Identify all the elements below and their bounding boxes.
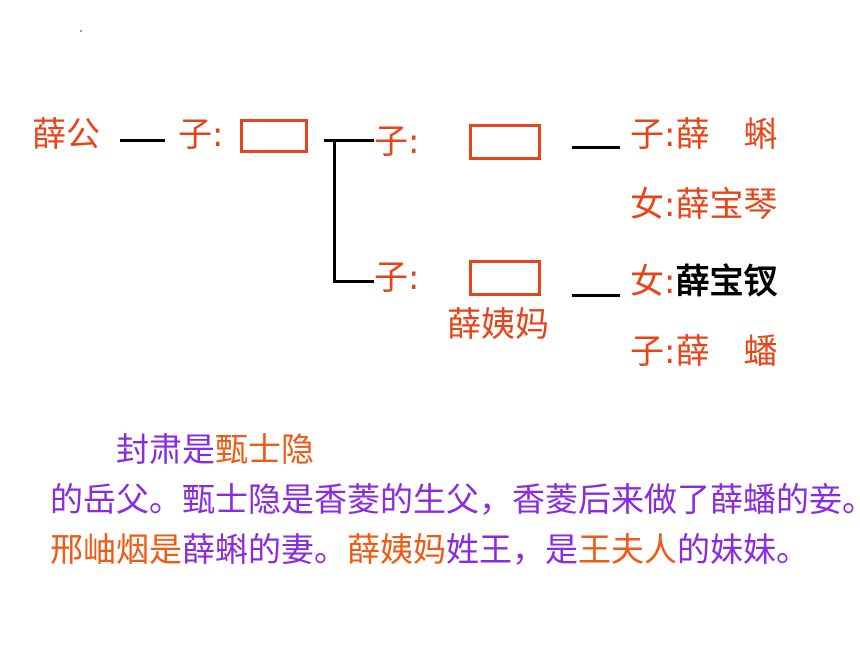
gen3-upper-daughter: 女:薛宝琴 [630, 185, 778, 225]
gen3-lower-son: 子:薛 蟠 [630, 332, 778, 372]
gen1-label: 子: [178, 115, 224, 155]
para-seg-0: 封肃是 [50, 430, 215, 469]
gen3-lower-daughter: 女:薛宝钗 [630, 262, 777, 302]
para-seg-1: 甄士隐 [215, 430, 314, 469]
explanation-paragraph: 封肃是甄士隐的岳父。甄士隐是香菱的生父，香菱后来做了薛蟠的妾。邢岫烟是薛蝌的妻。… [50, 425, 860, 575]
gen3-lower-daughter-prefix: 女: [630, 262, 676, 302]
gen2-lower-blank-box [469, 260, 541, 296]
gen1-blank-box [240, 119, 308, 153]
para-seg-4: 薛蝌的妻。 [182, 530, 347, 569]
root-connector [120, 139, 165, 142]
gen3-lower-daughter-name: 薛宝钗 [675, 262, 778, 302]
gen2-lower-connector [572, 294, 620, 297]
gen2-upper-connector [572, 146, 620, 149]
gen1-branch-top [324, 139, 374, 142]
gen2-upper-blank-box [469, 124, 541, 160]
root-name: 薛公 [32, 115, 100, 155]
stray-dot [80, 30, 82, 32]
para-seg-5: 薛姨妈 [347, 530, 446, 569]
para-seg-8: 的妹妹。 [677, 530, 809, 569]
gen2-lower-label: 子: [374, 258, 420, 298]
para-seg-2: 的岳父。甄士隐是香菱的生父，香菱后来做了薛蟠的妾。 [50, 480, 860, 519]
para-seg-7: 王夫人 [578, 530, 677, 569]
gen1-branch-vertical [333, 139, 336, 282]
gen3-upper-son: 子:薛 蝌 [630, 115, 778, 155]
gen1-branch-bottom [333, 280, 374, 283]
para-seg-3: 邢岫烟是 [50, 530, 182, 569]
gen2-lower-caption: 薛姨妈 [447, 305, 549, 345]
gen2-upper-label: 子: [374, 122, 420, 162]
para-seg-6: 姓王，是 [446, 530, 578, 569]
